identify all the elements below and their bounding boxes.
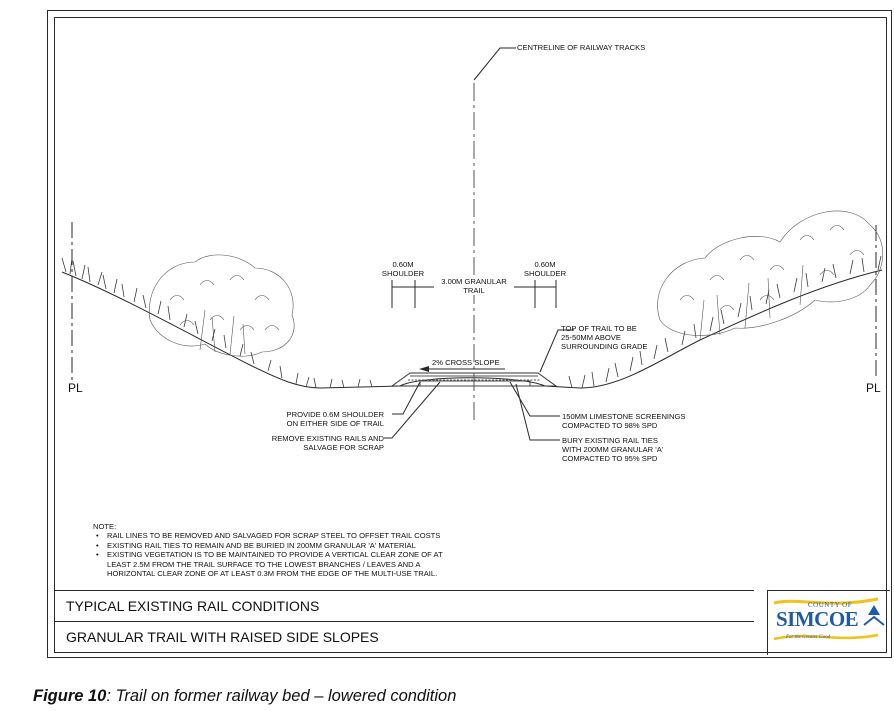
shoulder-right-label: 0.60m SHOULDER <box>515 260 575 278</box>
provide-shoulder-line: ON EITHER SIDE OF TRAIL <box>286 419 384 428</box>
bury-ties-line: WITH 200mm GRANULAR 'A' <box>562 445 664 454</box>
trail-width-dim: 3.00m GRANULAR <box>441 277 507 286</box>
county-logo: COUNTY OF SIMCOE For the Greater Good <box>767 590 890 655</box>
caption-text: : Trail on former railway bed – lowered … <box>106 687 457 705</box>
shoulder-right-text: SHOULDER <box>523 269 567 278</box>
provide-shoulder-note: PROVIDE 0.6m SHOULDER ON EITHER SIDE OF … <box>240 410 384 428</box>
screenings-line: 150mm LIMESTONE SCREENINGS <box>562 412 686 421</box>
title-row-1: TYPICAL EXISTING RAIL CONDITIONS <box>54 590 754 620</box>
notes-list: RAIL LINES TO BE REMOVED AND SALVAGED FO… <box>93 531 443 560</box>
top-of-trail-note: TOP OF TRAIL TO BE 25-50mm ABOVE SURROUN… <box>561 324 648 351</box>
title-row-2: GRANULAR TRAIL WITH RAISED SIDE SLOPES <box>54 621 754 651</box>
buried-ties <box>419 380 531 387</box>
bury-ties-line: BURY EXISTING RAIL TIES <box>562 436 658 445</box>
shrub-left <box>148 254 295 357</box>
drawing-frame <box>54 17 887 653</box>
caption-label: Figure 10 <box>33 687 107 705</box>
bury-ties-line: COMPACTED TO 95% SPD <box>562 454 658 463</box>
note-item: EXISTING RAIL TIES TO REMAIN AND BE BURI… <box>96 541 443 551</box>
trail-width-text: TRAIL <box>463 286 485 295</box>
notes-block: NOTE: RAIL LINES TO BE REMOVED AND SALVA… <box>93 522 443 578</box>
cross-slope-label: 2% CROSS SLOPE <box>432 358 500 367</box>
note-continuation: LEAST 2.5m FROM THE TRAIL SURFACE TO THE… <box>107 559 421 569</box>
shoulder-left-label: 0.60m SHOULDER <box>373 260 433 278</box>
screenings-note: 150mm LIMESTONE SCREENINGS COMPACTED TO … <box>562 412 686 430</box>
provide-shoulder-line: PROVIDE 0.6m SHOULDER <box>286 410 384 419</box>
remove-rails-line: SALVAGE FOR SCRAP <box>303 443 384 452</box>
bury-ties-note: BURY EXISTING RAIL TIES WITH 200mm GRANU… <box>562 436 663 463</box>
logo-name: SIMCOE <box>776 607 859 631</box>
grass-right <box>568 255 882 389</box>
remove-rails-line: REMOVE EXISTING RAILS AND <box>271 434 384 443</box>
logo-flag-icon <box>773 597 885 641</box>
ground-profile <box>61 269 883 389</box>
grass-left <box>61 257 373 389</box>
title-block: TYPICAL EXISTING RAIL CONDITIONS GRANULA… <box>54 590 890 655</box>
notes-heading: NOTE: <box>93 522 117 531</box>
shrub-right <box>657 210 883 341</box>
property-line-right-label: PL <box>866 381 881 395</box>
figure-caption: Figure 10: Trail on former railway bed –… <box>33 687 456 706</box>
note-continuation: HORIZONTAL CLEAR ZONE OF AT LEAST 0.3m F… <box>107 569 438 579</box>
note-item: EXISTING VEGETATION IS TO BE MAINTAINED … <box>96 550 443 560</box>
screenings-line: COMPACTED TO 98% SPD <box>562 421 658 430</box>
logo-county: COUNTY OF <box>808 601 853 609</box>
shoulder-left-text: SHOULDER <box>381 269 425 278</box>
top-of-trail-line: SURROUNDING GRADE <box>561 342 648 351</box>
remove-rails-note: REMOVE EXISTING RAILS AND SALVAGE FOR SC… <box>230 434 384 452</box>
shoulder-left-dim: 0.60m <box>392 260 414 269</box>
top-of-trail-line: TOP OF TRAIL TO BE <box>561 324 637 333</box>
shoulder-right-dim: 0.60m <box>534 260 556 269</box>
logo-tagline: For the Greater Good <box>786 635 831 640</box>
trail-width-label: 3.00m GRANULAR TRAIL <box>434 277 514 295</box>
property-line-left-label: PL <box>68 381 83 395</box>
note-item: RAIL LINES TO BE REMOVED AND SALVAGED FO… <box>96 531 443 541</box>
centreline-label: CENTRELINE OF RAILWAY TRACKS <box>517 43 646 52</box>
top-of-trail-line: 25-50mm ABOVE <box>561 333 621 342</box>
